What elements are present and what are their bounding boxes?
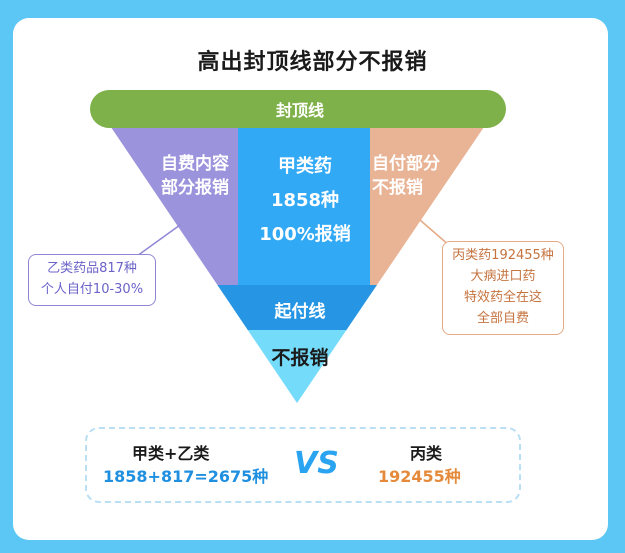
right-callout: 丙类药192455种 大病进口药 特效药全在这 全部自费 — [442, 241, 564, 335]
left-callout-line2: 个人自付10-30% — [40, 282, 144, 297]
left-segment-line2: 部分报销 — [161, 178, 229, 198]
diagram-title: 高出封顶线部分不报销 — [197, 50, 428, 75]
left-segment-text: 自费内容 部分报销 — [140, 152, 250, 200]
comparison-right-value: 192455种 — [378, 467, 461, 486]
center-segment-text: 甲类药 1858种 100%报销 — [238, 150, 372, 252]
ceiling-bar — [90, 90, 506, 128]
right-segment-line2: 不报销 — [372, 178, 423, 198]
left-segment-line1: 自费内容 — [161, 154, 229, 174]
right-callout-line4: 全部自费 — [476, 311, 529, 326]
center-segment-line3: 100%报销 — [259, 224, 351, 245]
no-reimburse-label: 不报销 — [271, 347, 329, 369]
right-callout-line2: 大病进口药 — [470, 269, 536, 284]
deductible-label: 起付线 — [274, 302, 326, 322]
comparison-box — [85, 427, 521, 503]
left-callout-connector — [136, 224, 181, 257]
comparison-left-heading: 甲类+乙类 — [132, 444, 210, 463]
right-segment-line1: 自付部分 — [372, 154, 440, 174]
left-callout-line1: 乙类药品817种 — [47, 261, 137, 276]
no-reimburse-segment — [90, 330, 505, 403]
ceiling-label: 封顶线 — [275, 101, 324, 120]
comparison-left-value: 1858+817=2675种 — [103, 467, 269, 486]
right-callout-line1: 丙类药192455种 — [452, 248, 554, 263]
vs-label: VS — [294, 446, 339, 481]
center-segment — [238, 125, 372, 290]
left-callout: 乙类药品817种 个人自付10-30% — [28, 254, 156, 306]
center-segment-line1: 甲类药 — [278, 156, 332, 177]
center-segment-line2: 1858种 — [270, 190, 340, 211]
comparison-right-heading: 丙类 — [410, 444, 443, 463]
right-segment-text: 自付部分 不报销 — [372, 152, 472, 200]
right-callout-line3: 特效药全在这 — [463, 290, 542, 305]
